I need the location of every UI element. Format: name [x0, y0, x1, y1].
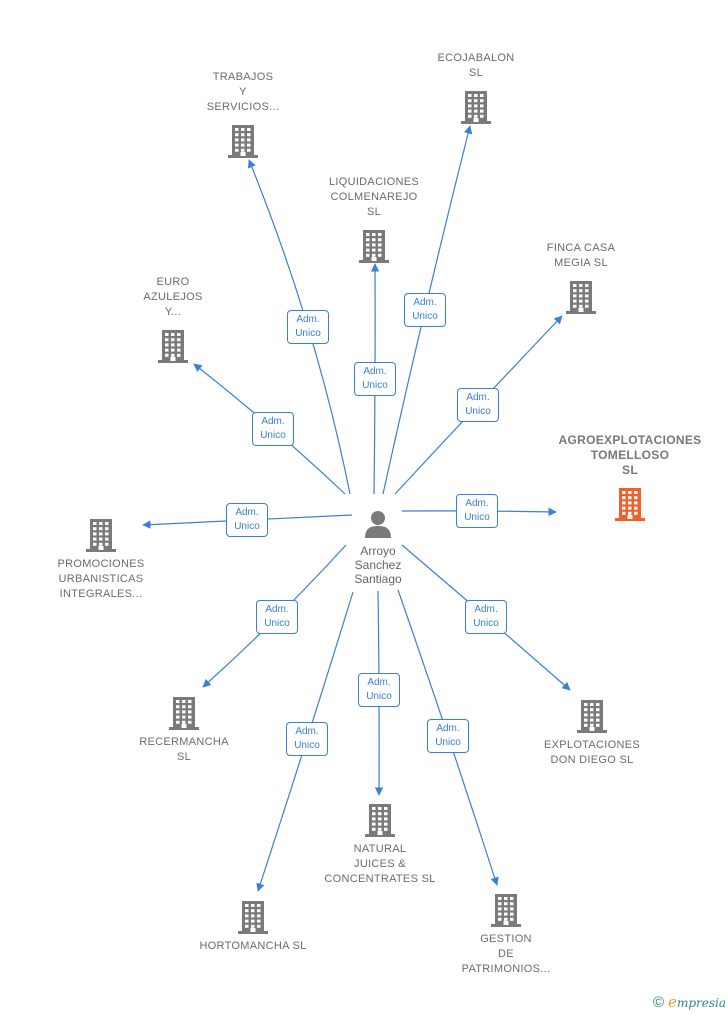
role-badge-promociones[interactable]: Adm. Unico [226, 503, 268, 537]
building-icon [577, 700, 607, 733]
company-name: LIQUIDACIONES COLMENAREJO SL [328, 176, 420, 218]
company-name: AGROEXPLOTACIONES TOMELLOSO SL [558, 433, 702, 477]
role-badge-recermancha[interactable]: Adm. Unico [256, 600, 298, 634]
building-icon [491, 894, 521, 927]
company-node-natural[interactable]: NATURAL JUICES & CONCENTRATES SL [305, 802, 455, 887]
person-icon [365, 511, 391, 538]
building-icon [158, 330, 188, 363]
company-name: TRABAJOS Y SERVICIOS... [206, 71, 280, 113]
footer-brand: © empresia [653, 993, 726, 1011]
building-icon [615, 488, 645, 521]
company-node-hortomancha[interactable]: HORTOMANCHA SL [178, 899, 328, 954]
copyright-symbol: © [652, 993, 665, 1011]
company-name: GESTION DE PATRIMONIOS... [461, 933, 551, 975]
role-badge-natural[interactable]: Adm. Unico [358, 673, 400, 707]
company-node-ecojabalon[interactable]: ECOJABALON SL [401, 51, 551, 125]
role-badge-finca[interactable]: Adm. Unico [457, 388, 499, 422]
building-icon [566, 281, 596, 314]
company-node-agro[interactable]: AGROEXPLOTACIONES TOMELLOSO SL [555, 433, 705, 522]
building-icon [365, 804, 395, 837]
company-node-gestion[interactable]: GESTION DE PATRIMONIOS... [431, 892, 581, 977]
company-name: NATURAL JUICES & CONCENTRATES SL [324, 843, 436, 885]
company-name: HORTOMANCHA SL [199, 940, 307, 952]
company-node-explotaciones[interactable]: EXPLOTACIONES DON DIEGO SL [517, 698, 667, 768]
role-badge-gestion[interactable]: Adm. Unico [427, 719, 469, 753]
role-badge-hortomancha[interactable]: Adm. Unico [286, 722, 328, 756]
company-name: ECOJABALON SL [437, 52, 515, 79]
company-name: EXPLOTACIONES DON DIEGO SL [544, 739, 640, 766]
role-badge-liquidaciones[interactable]: Adm. Unico [354, 362, 396, 396]
company-name: RECERMANCHA SL [139, 736, 229, 763]
building-icon [228, 125, 258, 158]
person-name: Arroyo Sanchez Santiago [354, 544, 402, 586]
company-name: FINCA CASA MEGIA SL [546, 242, 616, 269]
company-node-euro[interactable]: EURO AZULEJOS Y... [98, 275, 248, 364]
role-badge-agro[interactable]: Adm. Unico [456, 494, 498, 528]
role-badge-explotaciones[interactable]: Adm. Unico [465, 600, 507, 634]
building-icon [359, 230, 389, 263]
building-icon [461, 91, 491, 124]
company-node-recermancha[interactable]: RECERMANCHA SL [109, 695, 259, 765]
company-node-finca[interactable]: FINCA CASA MEGIA SL [506, 241, 656, 315]
company-node-liquidaciones[interactable]: LIQUIDACIONES COLMENAREJO SL [299, 175, 449, 264]
role-badge-ecojabalon[interactable]: Adm. Unico [404, 293, 446, 327]
building-icon [86, 519, 116, 552]
person-node[interactable]: Arroyo Sanchez Santiago [333, 508, 423, 586]
company-name: PROMOCIONES URBANISTICAS INTEGRALES... [57, 558, 145, 600]
building-icon [169, 697, 199, 730]
company-node-trabajos[interactable]: TRABAJOS Y SERVICIOS... [168, 70, 318, 159]
role-badge-euro[interactable]: Adm. Unico [252, 412, 294, 446]
company-node-promociones[interactable]: PROMOCIONES URBANISTICAS INTEGRALES... [26, 517, 176, 602]
building-icon [238, 901, 268, 934]
brand-logo: empresia [668, 993, 726, 1011]
role-badge-trabajos[interactable]: Adm. Unico [287, 310, 329, 344]
company-name: EURO AZULEJOS Y... [143, 276, 203, 318]
